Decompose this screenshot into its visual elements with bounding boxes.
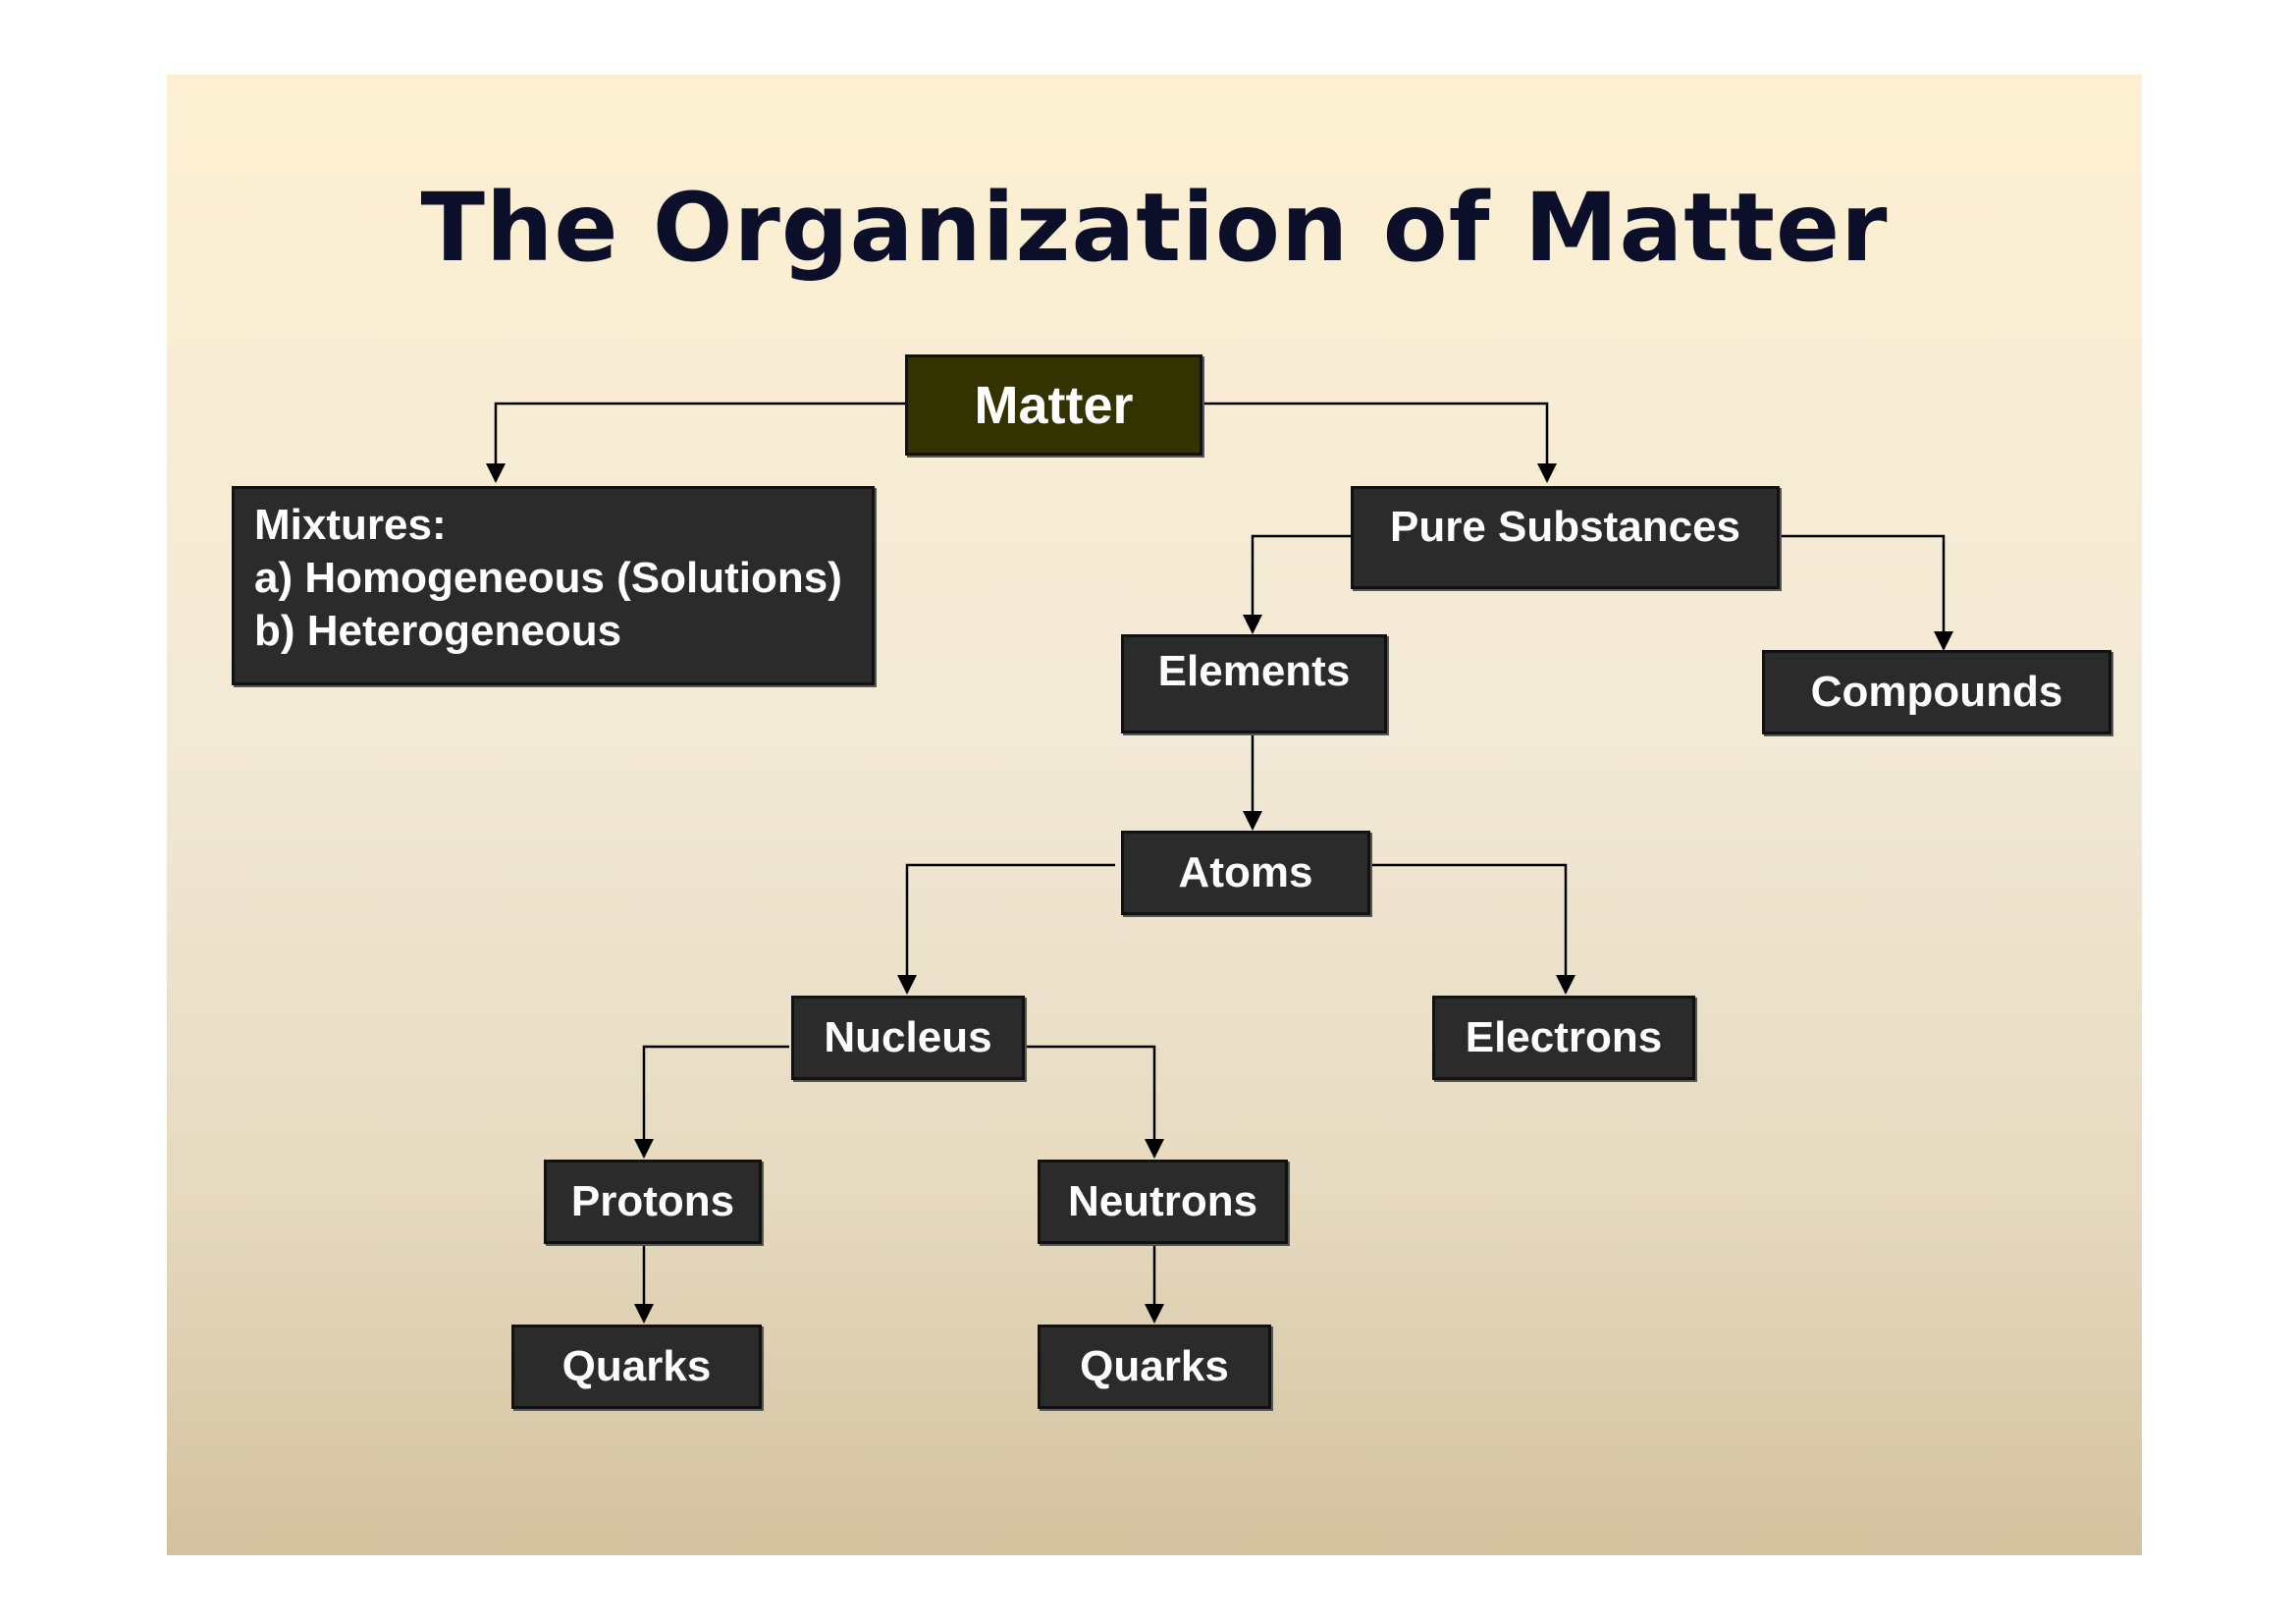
edge-pure-substances-elements [1243, 534, 1351, 634]
edge-atoms-nucleus [897, 863, 1115, 995]
node-protons-label: Protons [570, 1177, 735, 1225]
node-elements: Elements [1121, 634, 1387, 733]
node-mixtures-item-b: b) Heterogeneous [254, 607, 622, 655]
node-matter: Matter [905, 354, 1202, 456]
node-quarks-protons: Quarks [511, 1325, 762, 1409]
node-neutrons: Neutrons [1038, 1160, 1288, 1244]
edge-matter-pure-substances [1202, 402, 1557, 483]
node-protons: Protons [544, 1160, 762, 1244]
connector-lines [486, 402, 1953, 1324]
page-title: The Organization of Matter [420, 173, 1889, 283]
node-mixtures-item-a: a) Homogeneous (Solutions) [254, 554, 842, 602]
edge-nucleus-protons [634, 1045, 789, 1159]
node-neutrons-label: Neutrons [1067, 1177, 1258, 1225]
node-quarks-protons-label: Quarks [561, 1342, 712, 1390]
edge-nucleus-neutrons [1025, 1045, 1164, 1159]
node-mixtures: Mixtures: a) Homogeneous (Solutions) b) … [232, 486, 875, 685]
node-compounds: Compounds [1762, 650, 2111, 734]
node-elements-label: Elements [1157, 647, 1351, 695]
edge-atoms-electrons [1370, 863, 1575, 995]
node-nucleus-label: Nucleus [824, 1013, 992, 1061]
node-pure-substances: Pure Substances [1351, 486, 1780, 589]
node-quarks-neutrons-label: Quarks [1080, 1342, 1229, 1390]
edge-pure-substances-compounds [1780, 534, 1953, 651]
node-matter-label: Matter [974, 375, 1134, 435]
node-pure-substances-label: Pure Substances [1389, 503, 1741, 551]
edge-matter-mixtures [486, 402, 905, 483]
node-nucleus: Nucleus [791, 996, 1025, 1080]
node-atoms-label: Atoms [1178, 848, 1313, 896]
node-atoms: Atoms [1121, 831, 1370, 915]
node-compounds-label: Compounds [1810, 668, 2063, 716]
slide: The Organization of Matter [167, 75, 2142, 1555]
node-electrons: Electrons [1432, 996, 1695, 1080]
node-quarks-neutrons: Quarks [1038, 1325, 1271, 1409]
node-mixtures-heading: Mixtures: [254, 501, 447, 549]
node-electrons-label: Electrons [1465, 1013, 1663, 1061]
